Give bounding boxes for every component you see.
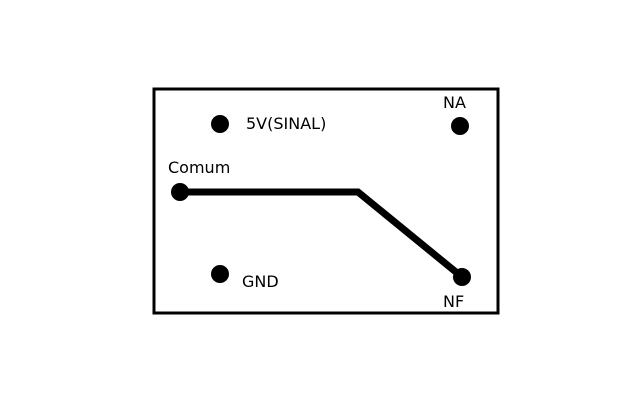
pin-gnd-label: GND	[242, 272, 279, 291]
pin-no-dot	[451, 117, 469, 135]
relay-body-outline	[152, 87, 500, 315]
pin-common-label: Comum	[168, 158, 230, 177]
pin-gnd-dot	[211, 265, 229, 283]
pin-signal-dot	[211, 115, 229, 133]
pin-signal-label: 5V(SINAL)	[246, 114, 326, 133]
pin-no-label: NA	[443, 93, 466, 112]
pin-nc-dot	[453, 268, 471, 286]
pin-nc-label: NF	[443, 292, 464, 311]
switch-contact-line	[180, 188, 465, 280]
pin-common-dot	[171, 183, 189, 201]
